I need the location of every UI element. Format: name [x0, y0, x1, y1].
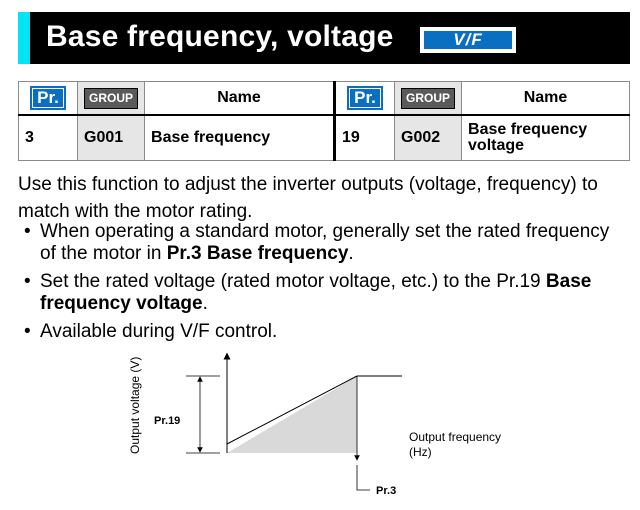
table-row: 3 G001 Base frequency 19 G002 Base frequ… — [18, 114, 630, 161]
voltage-marker-label: Pr.19 — [154, 415, 180, 427]
pr-badge: Pr. — [347, 86, 383, 110]
parameter-name: Base frequency — [144, 114, 336, 161]
intro-paragraph: Use this function to adjust the inverter… — [18, 174, 598, 222]
bullet-item: When operating a standard motor, general… — [18, 221, 630, 265]
group-badge: GROUP — [401, 87, 456, 109]
bullet-text: . — [348, 243, 354, 264]
pr-number: 3 — [18, 114, 78, 161]
name-header: Name — [461, 81, 630, 116]
bullet-text: When operating a standard motor, general… — [40, 221, 610, 264]
voltage-curve — [226, 375, 358, 445]
title-accent — [18, 12, 30, 64]
group-header-cell: GROUP — [394, 81, 463, 116]
frequency-leader-line — [356, 465, 370, 491]
bullet-text: . — [202, 293, 208, 314]
output-area-fill — [227, 376, 357, 453]
pr-number: 19 — [333, 114, 396, 161]
group-code: G002 — [394, 114, 463, 161]
bullet-item: Available during V/F control. — [18, 321, 630, 343]
bullet-text: Set the rated voltage (rated motor volta… — [40, 271, 546, 292]
vf-control-badge-label: V/F — [424, 31, 512, 49]
y-axis-label: Output voltage (V) — [128, 357, 142, 454]
x-axis-unit: (Hz) — [409, 445, 432, 459]
frequency-marker-label: Pr.3 — [376, 485, 396, 497]
title-bar: Base frequency, voltage V/F — [18, 12, 630, 64]
bullet-item: Set the rated voltage (rated motor volta… — [18, 271, 630, 315]
pr-badge: Pr. — [30, 86, 66, 110]
bullet-list: When operating a standard motor, general… — [18, 221, 630, 349]
group-header-cell: GROUP — [76, 81, 146, 116]
group-code: G001 — [76, 114, 146, 161]
page-title: Base frequency, voltage — [46, 20, 394, 53]
pr-header-cell: Pr. — [18, 81, 78, 116]
bullet-bold-text: Pr.3 Base frequency — [166, 243, 349, 264]
x-axis-label: Output frequency — [409, 430, 501, 444]
parameter-name: Base frequency voltage — [461, 114, 630, 161]
parameter-table-header: Pr. GROUP Name Pr. GROUP Name — [18, 81, 630, 116]
vf-control-badge: V/F — [420, 27, 516, 53]
name-header: Name — [144, 81, 336, 116]
bullet-bold-text: Base frequency voltage — [40, 271, 592, 314]
vf-characteristic-diagram: Output voltage (V) Pr.19 Output frequenc… — [128, 352, 501, 497]
parameter-table: Pr. GROUP Name Pr. GROUP Name 3 G001 Bas… — [18, 81, 630, 161]
group-badge: GROUP — [84, 87, 139, 109]
pr-header-cell: Pr. — [333, 81, 396, 116]
